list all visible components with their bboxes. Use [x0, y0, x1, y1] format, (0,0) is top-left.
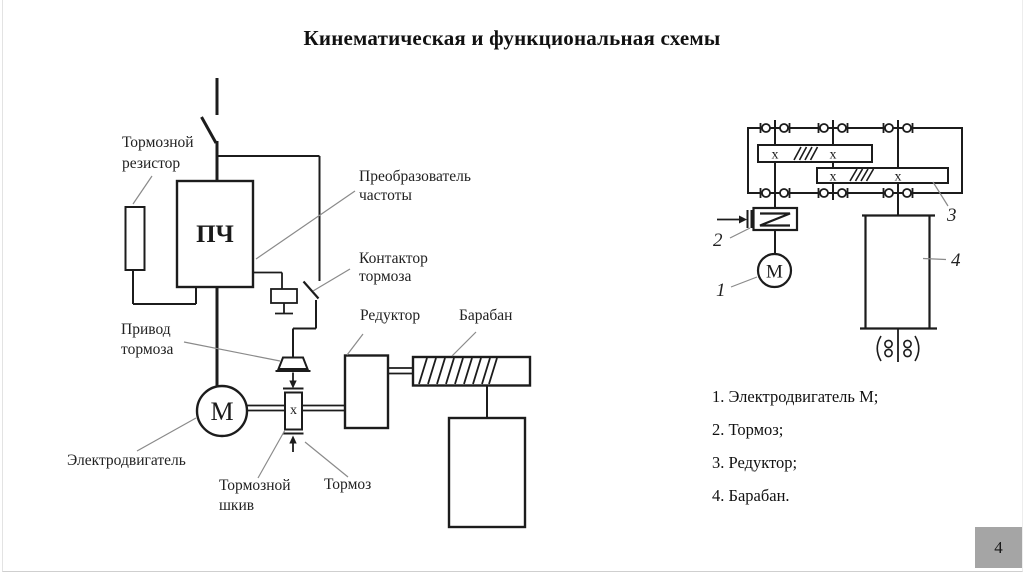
drum-symbol [411, 355, 532, 387]
legend-item-drum: 4. Барабан. [712, 486, 790, 505]
callout-drum: 4 [951, 250, 961, 271]
leader-lines [132, 175, 477, 479]
label-brake-resistor: Тормозной резистор [122, 134, 194, 172]
gear-bar-lower [816, 167, 949, 184]
kinematic-drum-symbol [860, 214, 937, 362]
gear-bar-upper [757, 144, 873, 163]
bearing-symbols [759, 123, 914, 198]
gear-mark-2: х [830, 148, 837, 163]
kinematic-brake-symbol [717, 206, 799, 254]
legend-item-motor: 1. Электродвигатель М; [712, 387, 879, 406]
load-box [447, 416, 527, 529]
page-number-badge: 4 [975, 527, 1022, 568]
output-shaft-lines [388, 367, 413, 375]
label-brake-pulley: Тормозной шкив [219, 477, 291, 514]
kinematic-scheme: х х х х М 1 2 3 4 [713, 120, 963, 362]
gear-mark-4: х [895, 170, 902, 185]
label-frequency-converter: Преобразователь частоты [359, 168, 471, 204]
gearbox-frame [747, 127, 963, 194]
legend-item-reducer: 3. Редуктор; [712, 453, 798, 472]
coupling-mark-text: х [290, 403, 297, 418]
motor-circle [195, 384, 249, 438]
gear-mark-3: х [830, 170, 837, 185]
motor-symbol-text: М [210, 397, 233, 426]
legend-item-brake: 2. Тормоз; [712, 420, 784, 439]
label-drum: Барабан [459, 307, 513, 324]
label-brake-contactor: Контактор тормоза [359, 250, 428, 285]
brake-contactor-contact [292, 280, 320, 357]
label-reducer: Редуктор [360, 307, 421, 324]
frequency-converter-box [175, 179, 255, 289]
slide-title: Кинематическая и функциональная схемы [303, 26, 721, 50]
callout-leaders [729, 181, 949, 288]
brake-resistor-symbol [124, 206, 197, 305]
functional-scheme: ПЧ М х [124, 78, 532, 529]
brake-pulley-symbol [283, 387, 304, 452]
kinematic-motor-text: М [766, 262, 783, 283]
reducer-box [343, 354, 390, 430]
brake-drive-symbol [275, 356, 311, 389]
brake-contactor-coil [253, 271, 298, 315]
motor-shaft-lines [247, 404, 345, 412]
callout-reducer: 3 [946, 205, 957, 226]
label-motor: Электродвигатель [67, 452, 186, 469]
gear-mark-1: х [772, 148, 779, 163]
label-brake: Тормоз [324, 476, 372, 493]
callout-brake: 2 [713, 230, 723, 251]
supply-switch [200, 78, 219, 181]
callout-motor: 1 [716, 280, 726, 301]
converter-symbol-text: ПЧ [196, 221, 234, 248]
contactor-branch-wire [217, 155, 321, 281]
label-brake-drive: Привод тормоза [121, 321, 174, 358]
kinematic-motor-circle [756, 252, 793, 289]
legend: 1. Электродвигатель М; 2. Тормоз; 3. Ред… [712, 386, 878, 518]
